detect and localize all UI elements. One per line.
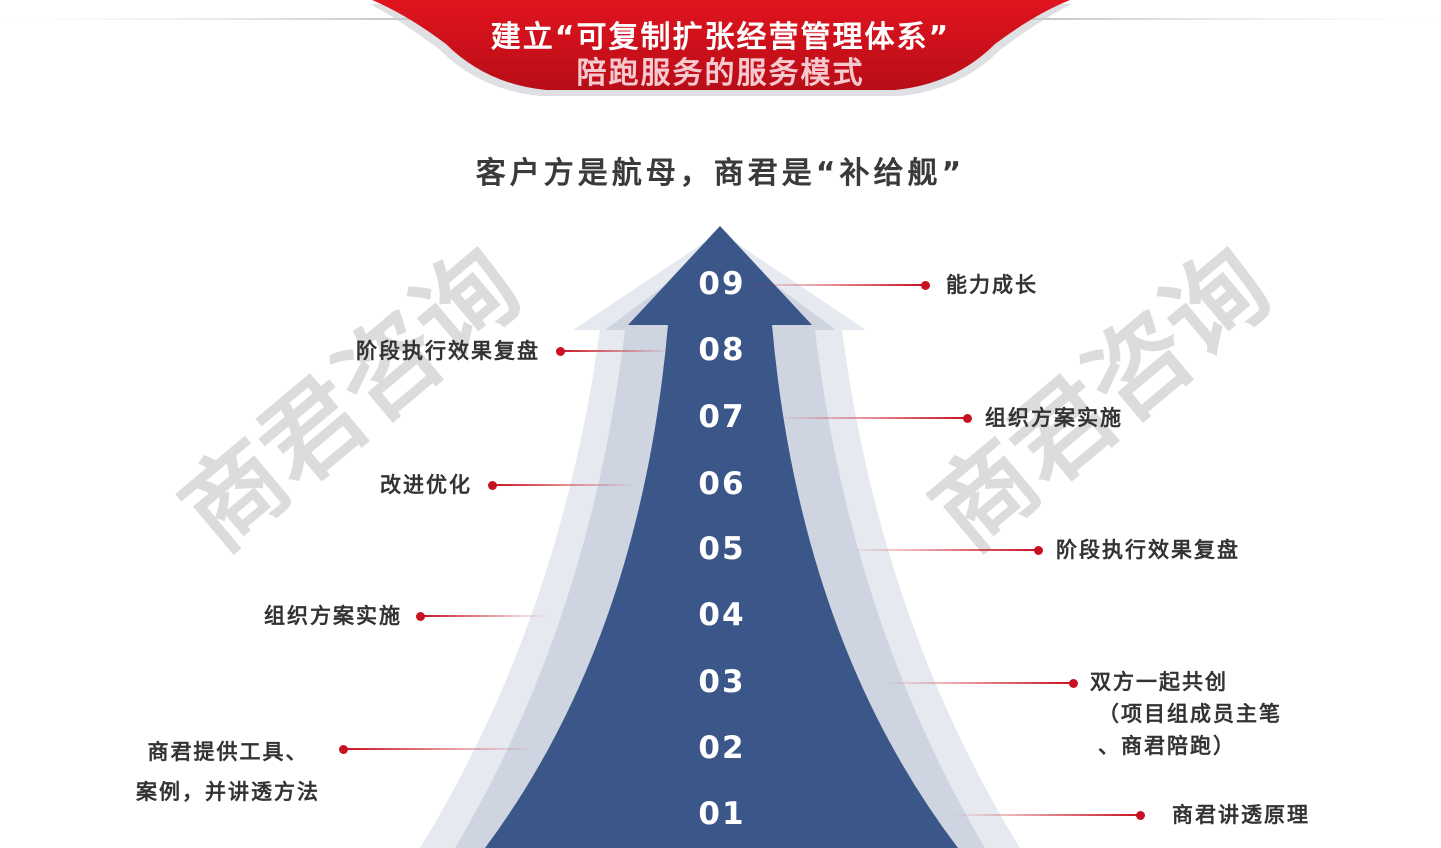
banner-title: 建立“可复制扩张经营管理体系” xyxy=(490,20,951,55)
connector-dot-left-02 xyxy=(339,745,348,754)
step-number-08: 08 xyxy=(698,332,746,368)
step-label-left-06: 改进优化 xyxy=(380,468,472,502)
step-label-left-04: 组织方案实施 xyxy=(264,599,402,633)
connector-right-07 xyxy=(778,417,967,419)
step-number-03: 03 xyxy=(698,664,746,700)
arrow-core xyxy=(485,226,958,848)
connector-dot-right-03 xyxy=(1069,679,1078,688)
label-line: 改进优化 xyxy=(380,473,472,497)
label-line: 商君提供工具、 xyxy=(147,740,309,764)
step-number-04: 04 xyxy=(698,597,746,633)
step-label-right-05: 阶段执行效果复盘 xyxy=(1056,533,1240,567)
connector-dot-left-04 xyxy=(416,612,425,621)
connector-dot-right-09 xyxy=(921,281,930,290)
step-label-right-09: 能力成长 xyxy=(946,268,1038,302)
title-banner-graphic xyxy=(0,0,1441,96)
label-line: 阶段执行效果复盘 xyxy=(356,339,540,363)
connector-dot-left-06 xyxy=(488,481,497,490)
step-label-left-08: 阶段执行效果复盘 xyxy=(356,334,540,368)
label-line: 组织方案实施 xyxy=(264,604,402,628)
connector-dot-right-01 xyxy=(1136,811,1145,820)
label-line: 组织方案实施 xyxy=(985,406,1123,430)
connector-dot-right-07 xyxy=(963,414,972,423)
label-line: 商君讲透原理 xyxy=(1172,803,1310,827)
label-line: （项目组成员主笔 xyxy=(1098,702,1282,726)
step-label-left-02: 商君提供工具、案例，并讲透方法 xyxy=(136,732,320,812)
banner-subtitle: 陪跑服务的服务模式 xyxy=(576,56,865,91)
step-number-09: 09 xyxy=(698,266,746,302)
connector-dot-right-05 xyxy=(1034,546,1043,555)
step-number-01: 01 xyxy=(698,796,746,832)
step-label-right-03: 双方一起共创 （项目组成员主笔、商君陪跑） xyxy=(1090,666,1282,762)
connector-left-06 xyxy=(492,484,636,486)
step-number-07: 07 xyxy=(698,399,746,435)
label-line: 双方一起共创 xyxy=(1090,670,1228,694)
label-line: 案例，并讲透方法 xyxy=(136,780,320,804)
step-number-06: 06 xyxy=(698,466,746,502)
label-line: 阶段执行效果复盘 xyxy=(1056,538,1240,562)
connector-left-08 xyxy=(560,350,670,352)
connector-right-01 xyxy=(952,814,1140,816)
label-line: 、商君陪跑） xyxy=(1098,734,1236,758)
connector-right-05 xyxy=(850,549,1038,551)
connector-left-02 xyxy=(343,748,533,750)
connector-left-04 xyxy=(420,615,545,617)
step-number-05: 05 xyxy=(698,531,746,567)
connector-right-09 xyxy=(745,284,925,286)
label-line: 能力成长 xyxy=(946,273,1038,297)
connector-dot-left-08 xyxy=(556,347,565,356)
step-label-right-01: 商君讲透原理 xyxy=(1172,798,1310,832)
headline: 客户方是航母，商君是“补给舰” xyxy=(475,156,966,191)
connector-right-03 xyxy=(884,682,1073,684)
step-label-right-07: 组织方案实施 xyxy=(985,401,1123,435)
step-number-02: 02 xyxy=(698,730,746,766)
